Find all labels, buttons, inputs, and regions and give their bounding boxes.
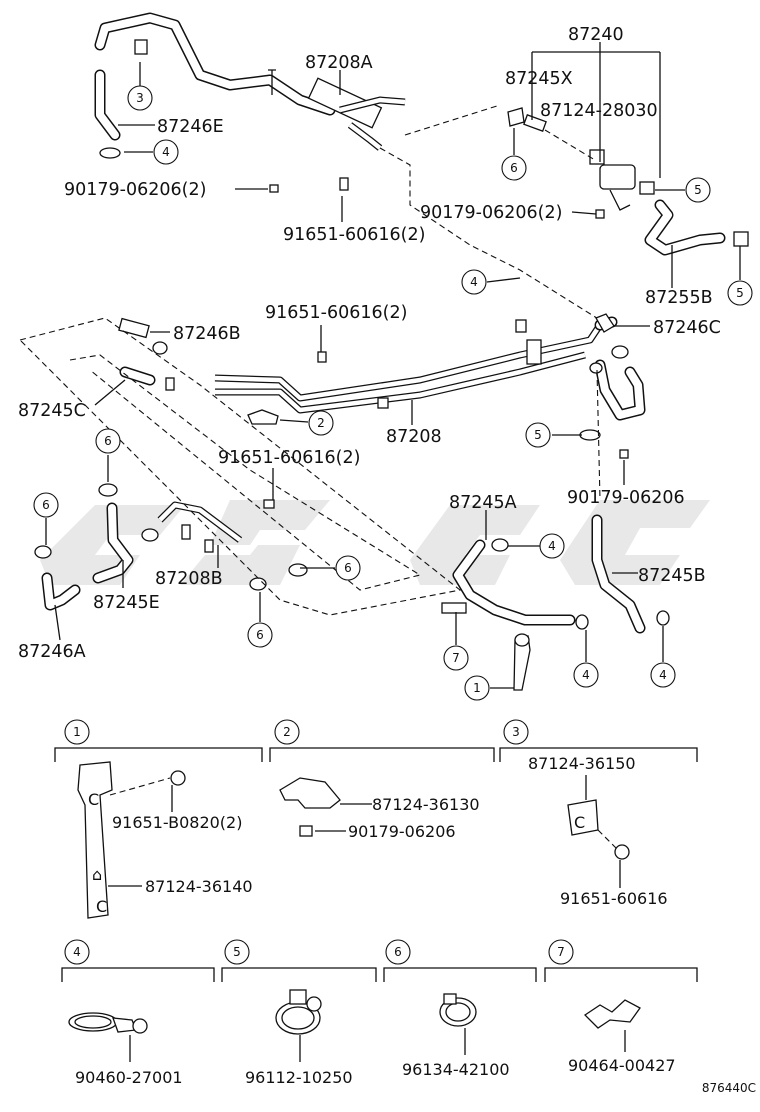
detail-7-label: 90464-00427 <box>568 1056 676 1075</box>
svg-text:4: 4 <box>162 145 170 159</box>
detail-5-label: 96112-10250 <box>245 1068 353 1087</box>
detail-1-label-bracket: 87124-36140 <box>145 877 253 896</box>
label-91651-60616-2-mid: 91651-60616(2) <box>265 303 407 323</box>
svg-text:5: 5 <box>736 286 744 300</box>
svg-text:4: 4 <box>548 539 556 553</box>
label-87246e: 87246E <box>157 117 224 137</box>
hose-87255b <box>644 199 749 256</box>
callout-4-c: 4 <box>539 533 565 559</box>
leader-lines <box>45 42 741 689</box>
svg-text:1: 1 <box>73 725 81 739</box>
routing-region-outline <box>18 317 462 616</box>
svg-text:7: 7 <box>557 945 565 959</box>
svg-text:2: 2 <box>317 416 325 430</box>
routing-line-c <box>544 129 596 161</box>
callout-7: 7 <box>443 645 469 671</box>
watermark-logo <box>40 500 710 585</box>
svg-text:3: 3 <box>136 91 144 105</box>
callout-6-b: 6 <box>95 428 121 454</box>
svg-text:4: 4 <box>582 668 590 682</box>
vsv-87240 <box>507 107 655 219</box>
detail-2-label-nut: 90179-06206 <box>348 822 456 841</box>
callout-6-d: 6 <box>335 555 361 581</box>
middle-pipe-assembly <box>34 313 670 691</box>
svg-text:4: 4 <box>470 275 478 289</box>
svg-text:4: 4 <box>659 668 667 682</box>
label-87208: 87208 <box>386 427 442 447</box>
label-87245b: 87245B <box>638 566 706 586</box>
label-87246a: 87246A <box>18 642 86 662</box>
svg-text:6: 6 <box>510 161 518 175</box>
callout-4-d: 4 <box>573 662 599 688</box>
svg-text:6: 6 <box>256 628 264 642</box>
callout-5-c: 5 <box>525 422 551 448</box>
callout-2: 2 <box>308 410 334 436</box>
routing-region-inner <box>69 354 422 591</box>
svg-text:7: 7 <box>452 651 460 665</box>
svg-text:2: 2 <box>283 725 291 739</box>
label-87246b: 87246B <box>173 324 241 344</box>
label-87240: 87240 <box>568 25 624 45</box>
callout-4-a: 4 <box>153 139 179 165</box>
label-87245x: 87245X <box>505 69 573 89</box>
detail-1-label-bolt: 91651-B0820(2) <box>112 813 242 832</box>
routing-line-b <box>404 104 501 136</box>
svg-text:3: 3 <box>512 725 520 739</box>
svg-text:6: 6 <box>344 561 352 575</box>
label-87245c: 87245C <box>18 401 86 421</box>
svg-text:6: 6 <box>104 434 112 448</box>
illustration-code: 876440C <box>702 1081 756 1095</box>
svg-text:5: 5 <box>694 183 702 197</box>
detail-7: 7 90464-00427 <box>544 939 698 1075</box>
label-87245a: 87245A <box>449 493 517 513</box>
label-90179-06206: 90179-06206 <box>567 488 685 508</box>
label-87245e: 87245E <box>93 593 160 613</box>
svg-text:C: C <box>88 790 99 809</box>
detail-3-label-clamp: 87124-36150 <box>528 754 636 773</box>
label-90179-06206-2-right: 90179-06206(2) <box>420 203 562 223</box>
detail-6: 6 96134-42100 <box>383 939 537 1079</box>
svg-text:4: 4 <box>73 945 81 959</box>
detail-5: 5 96112-10250 <box>221 939 377 1087</box>
svg-text:6: 6 <box>394 945 402 959</box>
label-87246c: 87246C <box>653 318 721 338</box>
label-87208b: 87208B <box>155 569 223 589</box>
svg-text:5: 5 <box>534 428 542 442</box>
detail-6-label: 96134-42100 <box>402 1060 510 1079</box>
label-87124-28030: 87124-28030 <box>540 101 658 121</box>
callout-5-a: 5 <box>685 177 711 203</box>
callout-1: 1 <box>464 675 490 701</box>
callout-6-c: 6 <box>33 492 59 518</box>
callout-3: 3 <box>127 85 153 111</box>
detail-3: 3 87124-36150 C 91651-60616 <box>499 719 698 908</box>
callout-4-b: 4 <box>461 269 487 295</box>
svg-text:5: 5 <box>233 945 241 959</box>
routing-line-d <box>596 369 601 501</box>
svg-text:C: C <box>96 897 107 916</box>
callout-6-e: 6 <box>247 622 273 648</box>
svg-text:1: 1 <box>473 681 481 695</box>
label-90179-06206-2-top: 90179-06206(2) <box>64 180 206 200</box>
callout-4-e: 4 <box>650 662 676 688</box>
label-91651-60616-2-top: 91651-60616(2) <box>283 225 425 245</box>
top-hose-assembly <box>94 12 406 193</box>
detail-2: 2 87124-36130 90179-06206 <box>269 719 495 841</box>
label-87208a: 87208A <box>305 53 373 73</box>
callout-6-a: 6 <box>501 155 527 181</box>
callout-5-b: 5 <box>727 280 753 306</box>
routing-line-a <box>379 147 601 321</box>
detail-2-label-bracket: 87124-36130 <box>372 795 480 814</box>
label-87255b: 87255B <box>645 288 713 308</box>
svg-text:⌂: ⌂ <box>92 865 102 884</box>
detail-4: 4 90460-27001 <box>61 939 215 1087</box>
detail-3-label-bolt: 91651-60616 <box>560 889 668 908</box>
detail-1: 1 C ⌂ C 91651-B0820(2) 87124-36140 <box>54 719 263 919</box>
svg-text:6: 6 <box>42 498 50 512</box>
label-91651-60616-2-low: 91651-60616(2) <box>218 448 360 468</box>
svg-text:C: C <box>574 813 585 832</box>
detail-4-label: 90460-27001 <box>75 1068 183 1087</box>
